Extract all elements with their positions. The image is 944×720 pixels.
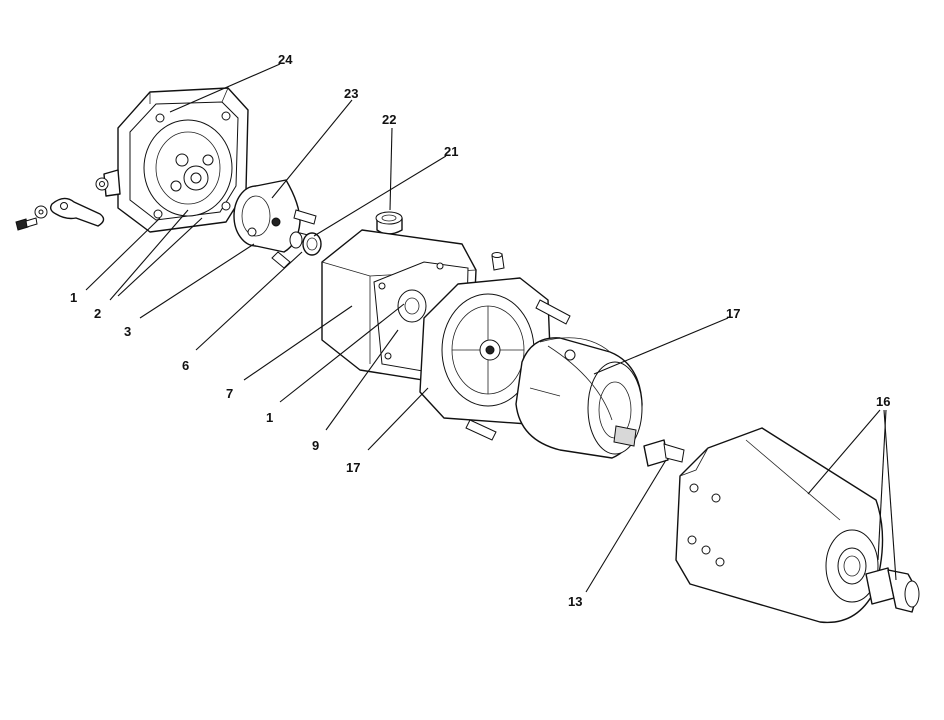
ground-lug-hardware	[15, 197, 105, 231]
callout-16: 16	[876, 394, 890, 409]
callout-17-upper: 17	[726, 306, 740, 321]
end-plate-part-24	[95, 87, 249, 233]
callout-7: 7	[226, 386, 233, 401]
cable-gland	[865, 567, 920, 613]
callout-24: 24	[278, 52, 293, 67]
fitting-part-21	[289, 231, 322, 256]
callout-2: 2	[94, 306, 101, 321]
callout-23: 23	[344, 86, 358, 101]
small-screw	[491, 252, 505, 271]
leader-lines	[85, 63, 897, 593]
callout-6: 6	[182, 358, 189, 373]
motor-cover-part-16	[675, 427, 884, 624]
electric-motor-part-17	[515, 337, 643, 459]
callout-9: 9	[312, 438, 319, 453]
callout-17-lower: 17	[346, 460, 360, 475]
callout-labels: 1 2 3 6 7 1 9 17 17 13 16 21 22 23 24	[70, 52, 890, 609]
connector-part-13	[643, 439, 685, 467]
callout-21: 21	[444, 144, 458, 159]
callout-13: 13	[568, 594, 582, 609]
pump-block-part-23	[233, 179, 317, 269]
callout-1b: 1	[266, 410, 273, 425]
callout-22: 22	[382, 112, 396, 127]
callout-1a: 1	[70, 290, 77, 305]
filler-cap-part-22	[375, 211, 403, 235]
callout-3: 3	[124, 324, 131, 339]
